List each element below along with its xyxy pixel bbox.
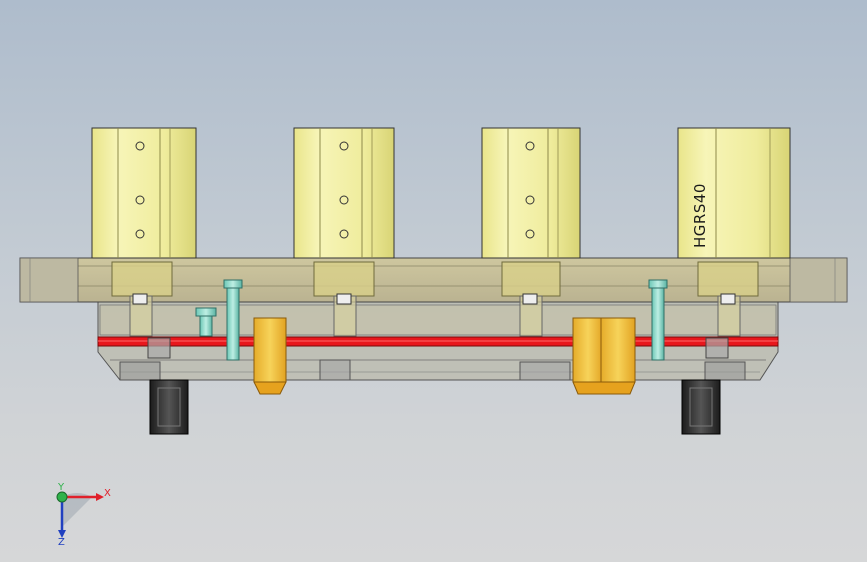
coordinate-triad: X Y Z <box>56 482 111 548</box>
side-brackets <box>147 337 729 359</box>
guide-pins[interactable] <box>195 279 668 361</box>
cylinder-2[interactable] <box>293 127 395 337</box>
gold-blocks[interactable] <box>253 317 636 395</box>
triad-x-label: X <box>104 488 111 499</box>
cylinder-model-label: HGRS40 <box>691 183 709 248</box>
cylinder-4[interactable]: HGRS40 <box>677 127 791 337</box>
cylinder-3[interactable] <box>481 127 581 337</box>
triad-y-label: Y <box>57 482 65 493</box>
red-seal-band[interactable] <box>97 336 779 347</box>
triad-z-label: Z <box>58 537 65 548</box>
support-feet[interactable] <box>149 379 721 435</box>
cylinder-1[interactable] <box>91 127 197 337</box>
rod-nuts <box>132 293 736 305</box>
